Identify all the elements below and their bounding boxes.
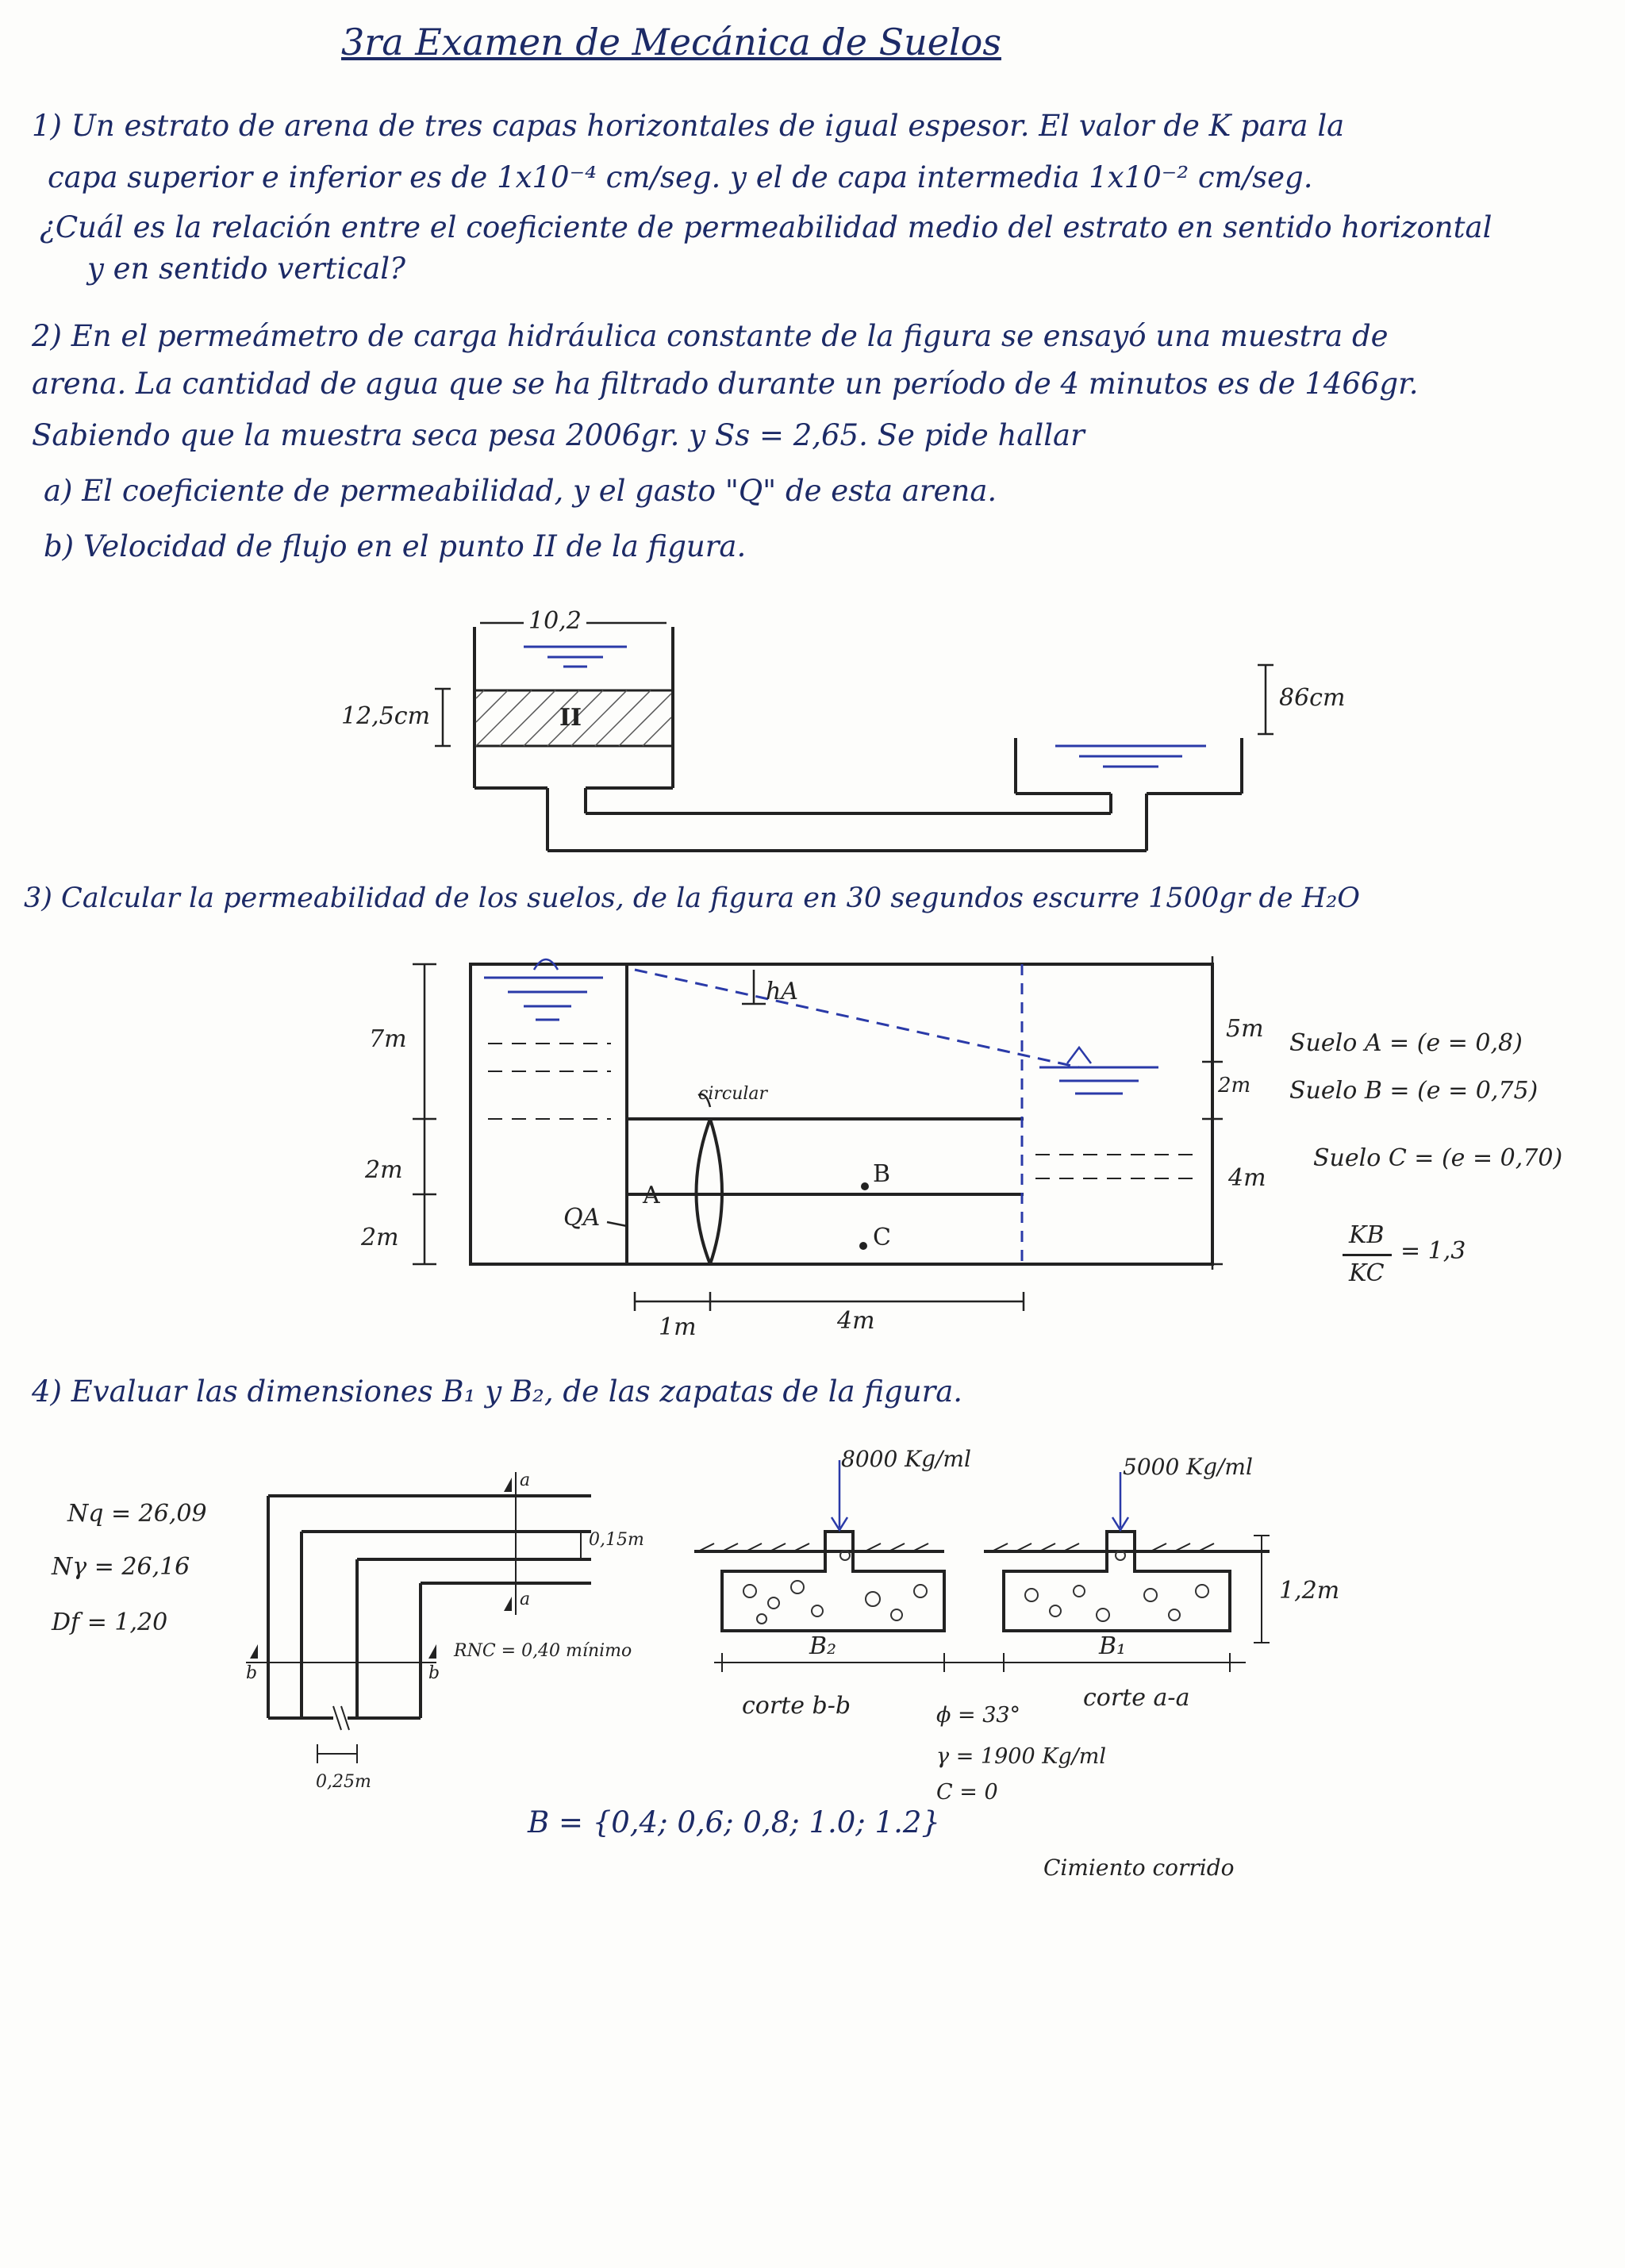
soil-c: Suelo C = (e = 0,70): [1313, 1144, 1563, 1172]
cimiento-label: Cimiento corrido: [1043, 1855, 1235, 1881]
soil-a: Suelo A = (e = 0,8): [1289, 1029, 1523, 1057]
df-value: Df = 1,20: [52, 1609, 168, 1636]
cut-a-top: a: [520, 1470, 531, 1490]
q3-text: 3) Calcular la permeabilidad de los suel…: [24, 882, 1360, 914]
rnc-label: RNC = 0,40 mínimo: [454, 1641, 632, 1661]
q2-line-4: a) El coeficiente de permeabilidad, y el…: [44, 474, 997, 508]
cut-b-right: b: [428, 1663, 440, 1683]
nq-value: Nq = 26,09: [67, 1500, 207, 1528]
ratio-num: KB: [1349, 1221, 1385, 1249]
point-a: A: [643, 1182, 660, 1209]
soil-b: Suelo B = (e = 0,75): [1289, 1077, 1539, 1105]
b1-label: B₁: [1099, 1632, 1127, 1660]
ratio-den: KC: [1349, 1259, 1385, 1287]
load-right: 5000 Kg/ml: [1123, 1454, 1253, 1480]
point-c: C: [873, 1224, 891, 1251]
dim-left-mid: 2m: [365, 1156, 403, 1184]
q1-line-4: y en sentido vertical?: [87, 252, 405, 286]
dim-bottom-a: 1m: [659, 1313, 697, 1341]
dim-025: 0,25m: [316, 1772, 371, 1792]
dim-015: 0,15m: [589, 1530, 644, 1550]
q2-line-3: Sabiendo que la muestra seca pesa 2006gr…: [32, 418, 1085, 452]
h-label: hA: [766, 978, 798, 1005]
dim-right-mid: 2m: [1218, 1074, 1251, 1097]
load-left: 8000 Kg/ml: [841, 1446, 971, 1472]
corte-aa: corte a-a: [1083, 1684, 1190, 1712]
q1-line-2: capa superior e inferior es de 1x10⁻⁴ cm…: [48, 160, 1313, 194]
dim-right-bot: 4m: [1228, 1164, 1266, 1192]
ratio-val: = 1,3: [1400, 1237, 1466, 1265]
ratio-bar: [1343, 1254, 1392, 1256]
dim-bottom-b: 4m: [837, 1307, 875, 1335]
q-label: QA: [563, 1204, 601, 1232]
gamma-value: γ = 1900 Kg/ml: [936, 1744, 1107, 1769]
corte-bb: corte b-b: [742, 1692, 851, 1720]
q1-line-1: 1) Un estrato de arena de tres capas hor…: [32, 109, 1345, 143]
c-value: C = 0: [936, 1780, 998, 1805]
point-b: B: [873, 1160, 891, 1188]
ngamma-value: Nγ = 26,16: [52, 1553, 190, 1581]
head-label: 86cm: [1279, 684, 1346, 712]
width-label: 10,2: [524, 609, 586, 633]
point-ii-label: II: [559, 704, 582, 732]
b2-label: B₂: [809, 1632, 837, 1660]
circular-label: circular: [698, 1084, 768, 1104]
dim-right-top: 5m: [1226, 1015, 1264, 1043]
q2-line-5: b) Velocidad de flujo en el punto II de …: [44, 529, 747, 563]
q1-line-3: ¿Cuál es la relación entre el coeficient…: [40, 210, 1492, 244]
q2-line-1: 2) En el permeámetro de carga hidráulica…: [32, 319, 1389, 353]
cut-b-left: b: [246, 1663, 258, 1683]
phi-value: ϕ = 33°: [936, 1703, 1021, 1728]
depth-label: 1,2m: [1279, 1577, 1340, 1605]
page-title: 3ra Examen de Mecánica de Suelos: [341, 21, 1001, 63]
q4-text: 4) Evaluar las dimensiones B₁ y B₂, de l…: [32, 1374, 963, 1409]
cut-a-bottom: a: [520, 1590, 531, 1609]
q2-line-2: arena. La cantidad de agua que se ha fil…: [32, 367, 1419, 401]
dim-left-bot: 2m: [361, 1224, 399, 1251]
dim-left-top: 7m: [369, 1025, 407, 1053]
height-label: 12,5cm: [341, 702, 431, 730]
b-set: B = {0,4; 0,6; 0,8; 1.0; 1.2}: [528, 1805, 940, 1839]
